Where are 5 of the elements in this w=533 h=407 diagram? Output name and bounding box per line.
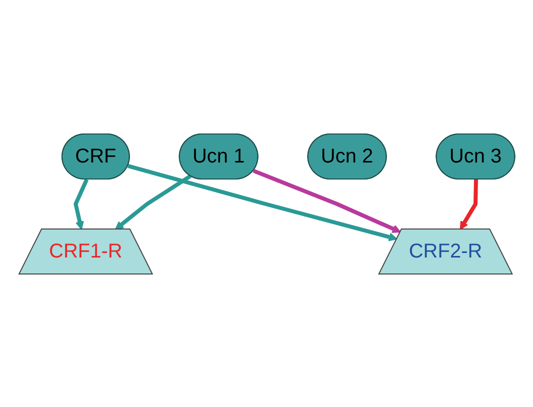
- arrow: [114, 174, 192, 230]
- arrow: [252, 168, 401, 232]
- arrow: [459, 178, 478, 230]
- arrow: [73, 178, 88, 230]
- arrow: [127, 163, 398, 241]
